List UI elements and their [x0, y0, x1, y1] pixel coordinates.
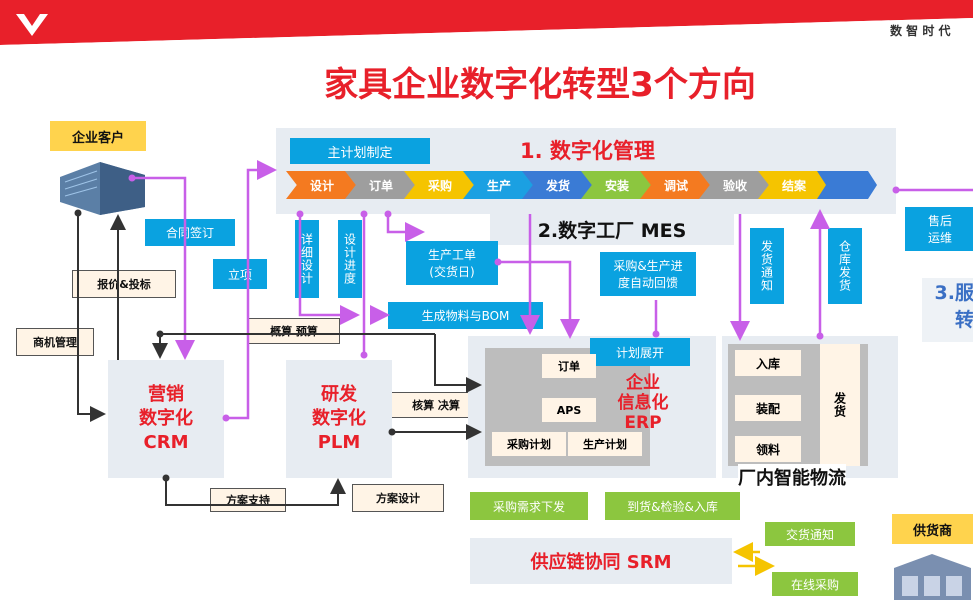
budget-tag: 概算 预算: [248, 318, 340, 344]
process-step: 发货: [522, 171, 594, 199]
header-slogan: 数 智 时 代: [890, 24, 951, 38]
solution-support-tag: 方案支持: [210, 488, 286, 512]
supplier-label: 供货商: [892, 514, 973, 544]
delivery-notice-label: 交货通知: [765, 522, 855, 546]
logistics-assembly: 装配: [735, 395, 801, 421]
plm-box: 研发 数字化 PLM: [286, 360, 392, 478]
logo-icon: [14, 10, 50, 38]
process-step: 生产: [463, 171, 535, 199]
costing-tag: 核算 决算: [390, 392, 482, 418]
quote-tag: 报价&投标: [72, 270, 176, 298]
erp-production-plan: 生产计划: [568, 432, 642, 456]
srm-box: 供应链协同 SRM: [470, 538, 732, 584]
design-progress-label: 设计进度: [338, 220, 362, 298]
after-sales-label: 售后 运维: [905, 207, 973, 251]
opportunity-tag: 商机管理: [16, 328, 94, 356]
header-band: [0, 0, 973, 45]
process-chevrons: 设计订单采购生产发货安装调试验收结案: [286, 171, 886, 199]
erp-aps: APS: [542, 398, 596, 422]
direction-factory: 2.数字工厂 MES: [490, 213, 734, 245]
warehouse-ship-label: 仓库发货: [828, 228, 862, 304]
building-icon: [55, 157, 150, 217]
process-step: 调试: [640, 171, 712, 199]
contract-label: 合同签订: [145, 219, 235, 246]
erp-label: 企业 信息化 ERP: [617, 373, 669, 433]
purchase-feedback-label: 采购&生产进 度自动回馈: [600, 252, 696, 296]
logistics-picking: 领料: [735, 436, 801, 462]
project-label: 立项: [213, 259, 267, 289]
logistics-label: 厂内智能物流: [738, 464, 846, 490]
crm-box: 营销 数字化 CRM: [108, 360, 224, 478]
plan-expand-label: 计划展开: [590, 338, 690, 366]
delivery-notice-v-label: 发货通知: [750, 228, 784, 304]
purchase-demand-label: 采购需求下发: [470, 492, 588, 520]
page-title: 家具企业数字化转型3个方向: [324, 64, 756, 105]
process-step: 验收: [699, 171, 771, 199]
process-step: 设计: [286, 171, 358, 199]
process-step: 安装: [581, 171, 653, 199]
detail-design-label: 详细设计: [295, 220, 319, 298]
warehouse-icon: [892, 548, 973, 604]
solution-design-tag: 方案设计: [352, 484, 444, 512]
customer-label: 企业客户: [50, 121, 146, 151]
material-bom-label: 生成物料与BOM: [388, 302, 543, 329]
online-purchase-label: 在线采购: [772, 572, 858, 596]
process-step: 采购: [404, 171, 476, 199]
erp-order: 订单: [542, 354, 596, 378]
process-step: 结案: [758, 171, 830, 199]
logistics-inbound: 入库: [735, 350, 801, 376]
erp-purchase-plan: 采购计划: [492, 432, 566, 456]
arrival-inspect-label: 到货&检验&入库: [605, 492, 740, 520]
direction-management: 1. 数字化管理: [520, 139, 655, 163]
plan-label: 主计划制定: [290, 138, 430, 164]
logistics-ship: 发货: [820, 344, 860, 466]
process-step-tail: [817, 171, 877, 199]
process-step: 订单: [345, 171, 417, 199]
direction-service-partial: 3.服 转: [922, 278, 973, 342]
work-order-label: 生产工单 (交货日): [406, 241, 498, 285]
